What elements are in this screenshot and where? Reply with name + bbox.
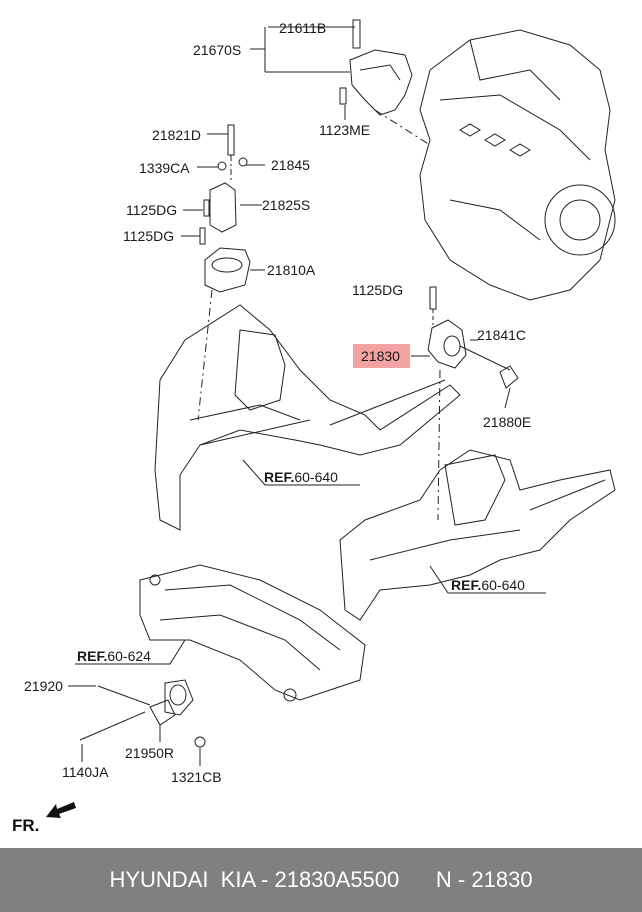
mount-21810A-illustration [199, 124, 250, 292]
label-21810A[interactable]: 21810A [267, 262, 316, 278]
ref-prefix: REF. [77, 648, 108, 664]
ref-60-624[interactable]: REF.60-624 [77, 648, 151, 664]
ref-60-640-left[interactable]: REF.60-640 [264, 469, 338, 485]
right-side-member-illustration [340, 450, 615, 620]
ref-60-640-right[interactable]: REF.60-640 [451, 577, 525, 593]
ref-code: 60-640 [481, 577, 525, 593]
label-1125DG-right[interactable]: 1125DG [352, 282, 404, 298]
label-21845[interactable]: 21845 [271, 157, 310, 173]
label-1125DG-upper[interactable]: 1125DG [126, 202, 178, 218]
label-21841C[interactable]: 21841C [477, 327, 527, 343]
label-1140JA[interactable]: 1140JA [62, 764, 109, 780]
label-21825S[interactable]: 21825S [262, 197, 311, 213]
label-1123ME[interactable]: 1123ME [319, 122, 371, 138]
bracket-21670S-illustration [339, 19, 412, 115]
ref-prefix: REF. [264, 469, 295, 485]
front-arrow-icon [46, 802, 76, 818]
label-21611B[interactable]: 21611B [279, 20, 327, 36]
label-1339CA[interactable]: 1339CA [139, 160, 190, 176]
ref-code: 60-640 [294, 469, 338, 485]
roll-stopper-21950R-illustration [80, 680, 206, 748]
ref-code: 60-624 [107, 648, 151, 664]
footer-bar: HYUNDAI KIA - 21830A5500 N - 21830 [0, 848, 642, 912]
label-21670S[interactable]: 21670S [193, 42, 242, 58]
footer-part-number: HYUNDAI KIA - 21830A5500 N - 21830 [109, 867, 533, 892]
label-21880E[interactable]: 21880E [483, 414, 532, 430]
label-1321CB[interactable]: 1321CB [171, 769, 222, 785]
label-21920[interactable]: 21920 [24, 678, 63, 694]
exploded-parts-diagram [0, 19, 642, 848]
front-direction-label: FR. [12, 816, 40, 835]
label-21830-highlighted[interactable]: 21830 [361, 348, 400, 364]
label-1125DG-middle[interactable]: 1125DG [123, 228, 175, 244]
ref-prefix: REF. [451, 577, 482, 593]
engine-block-illustration [420, 30, 615, 300]
left-side-member-illustration [155, 305, 460, 530]
highlighted-part-background [353, 344, 410, 368]
label-21821D[interactable]: 21821D [152, 127, 202, 143]
label-21950R[interactable]: 21950R [125, 745, 175, 761]
subframe-illustration [140, 565, 365, 702]
mount-21830-illustration [428, 286, 518, 388]
